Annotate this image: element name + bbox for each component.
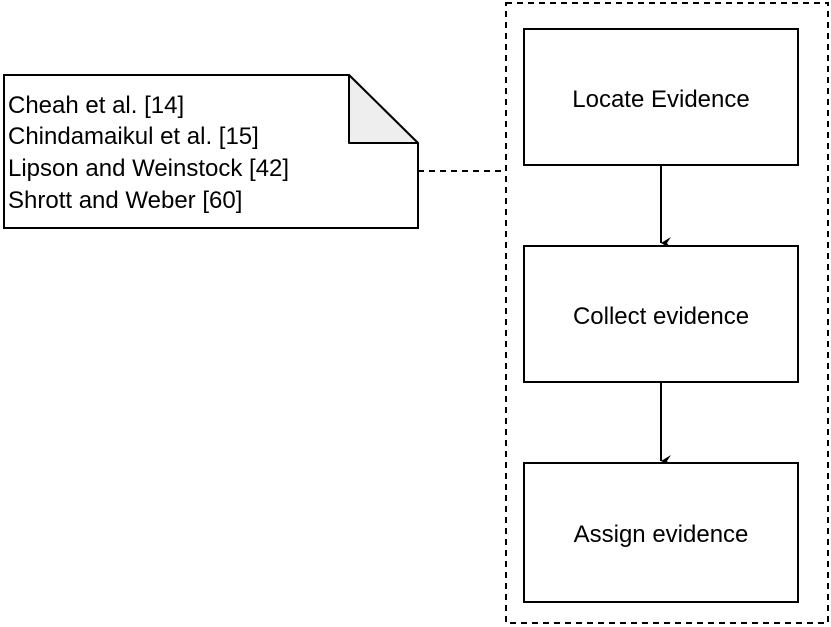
process-group-container: [505, 2, 829, 624]
step-label: Locate Evidence: [572, 86, 749, 113]
step-box: [523, 462, 799, 603]
step-locate-evidence: Locate Evidence: [523, 28, 799, 166]
note-line: Cheah et al. [14]: [8, 92, 184, 119]
step-collect-evidence: Collect evidence: [523, 245, 799, 383]
step-label: Assign evidence: [574, 521, 749, 548]
note-line: Shrott and Weber [60]: [8, 187, 242, 214]
note-line: Chindamaikul et al. [15]: [8, 123, 259, 150]
note-line: Lipson and Weinstock [42]: [8, 155, 289, 182]
step-assign-evidence: Assign evidence: [523, 462, 799, 603]
step-box: [523, 28, 799, 166]
note-fold: [348, 74, 419, 144]
step-label: Collect evidence: [573, 303, 749, 330]
reference-note: Cheah et al. [14] Chindamaikul et al. [1…: [3, 74, 419, 229]
note-shape: [3, 74, 419, 229]
